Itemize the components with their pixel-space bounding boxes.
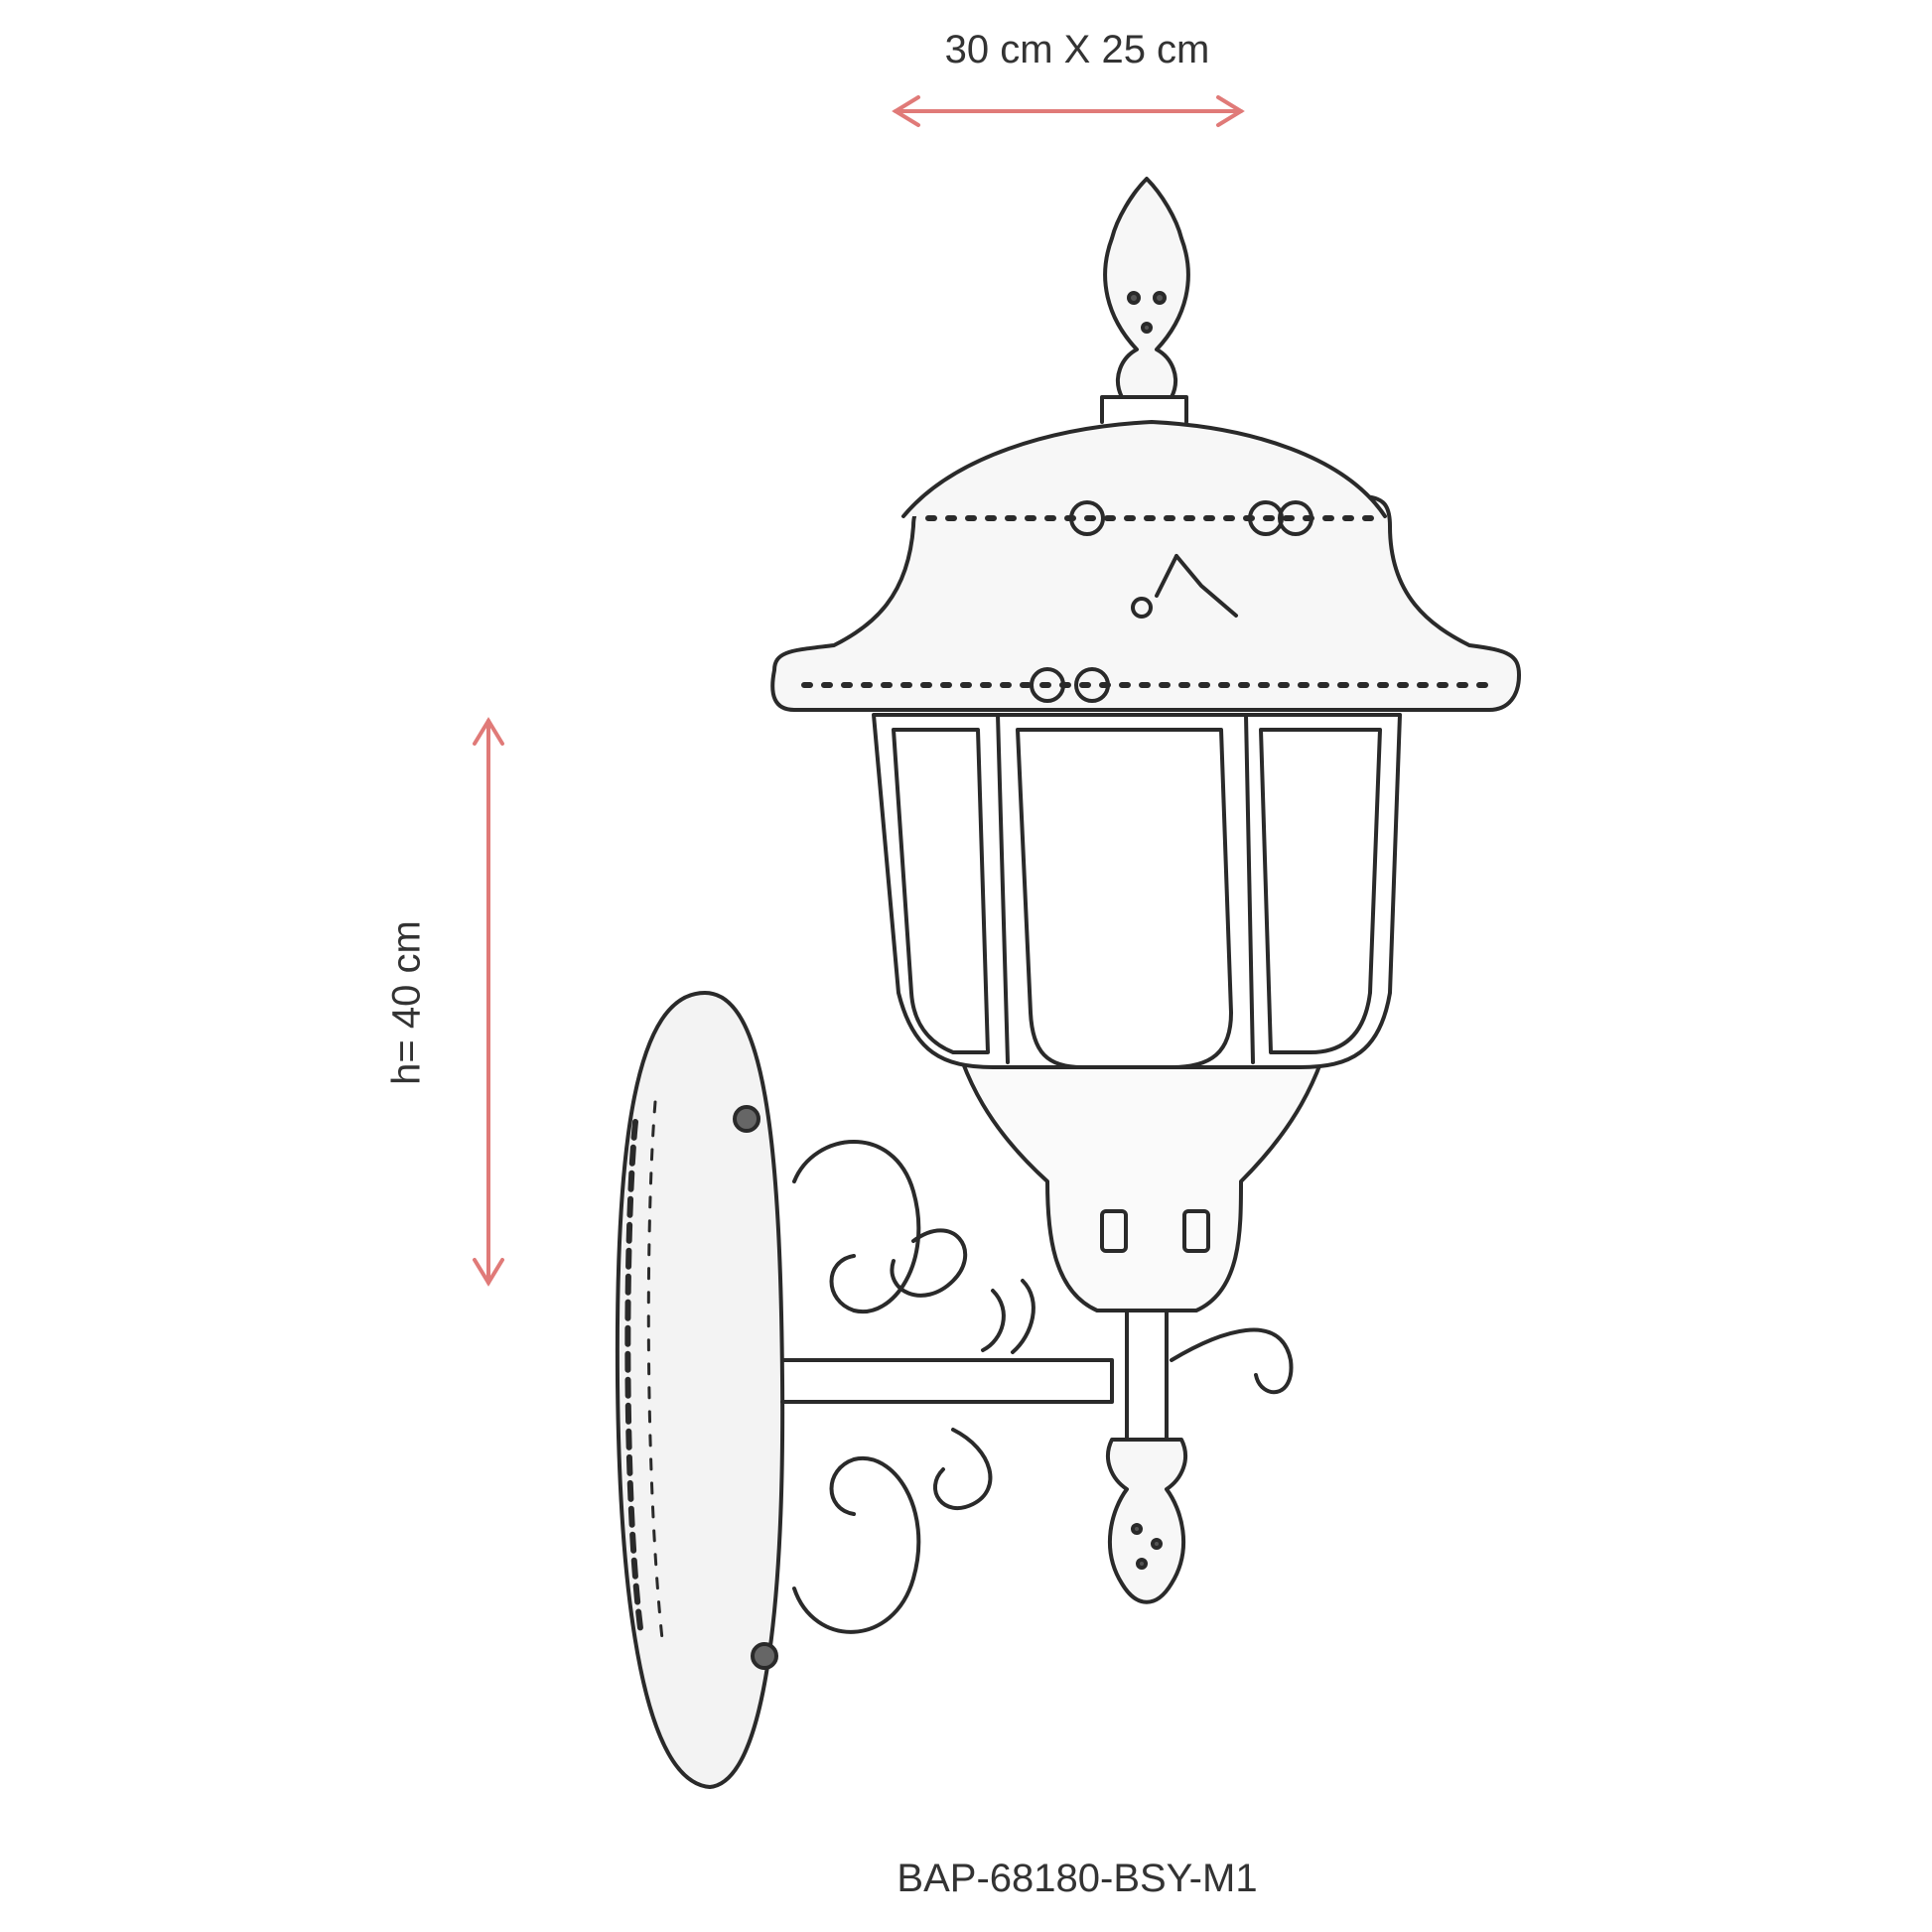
height-dimension-arrow — [473, 717, 504, 1287]
width-dimension-label: 30 cm X 25 cm — [944, 28, 1210, 71]
right-scroll — [1170, 1327, 1294, 1395]
model-code-label: BAP-68180-BSY-M1 — [897, 1857, 1258, 1900]
bottom-finial — [1106, 1309, 1187, 1604]
width-dimension-arrow — [892, 95, 1245, 127]
lantern-glass-cage — [872, 713, 1402, 1069]
wall-arm — [780, 1140, 1114, 1634]
wall-mount-plate — [615, 991, 785, 1789]
lantern-roof — [770, 420, 1521, 712]
top-finial — [1100, 177, 1190, 424]
